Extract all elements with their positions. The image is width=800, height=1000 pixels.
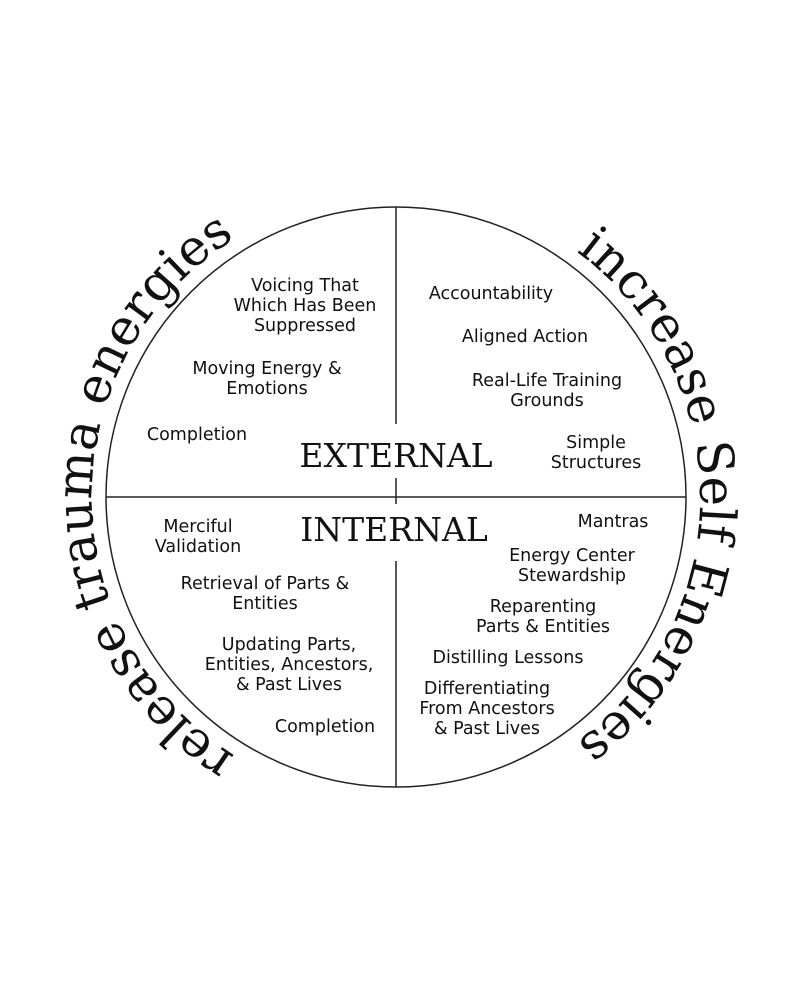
item-line: Aligned Action [462, 327, 588, 347]
item-line: Moving Energy & [192, 359, 342, 379]
item-line: & Past Lives [236, 675, 342, 695]
bottom-left-item: Retrieval of Parts &Entities [181, 574, 350, 614]
item-line: Which Has Been [234, 296, 377, 316]
item-line: Emotions [226, 379, 307, 399]
top-right-item: Accountability [429, 284, 553, 304]
item-line: Simple [566, 433, 626, 453]
bottom-right-item: Distilling Lessons [433, 648, 584, 668]
external-label: EXTERNAL [299, 436, 492, 475]
item-line: & Past Lives [434, 719, 540, 739]
bottom-left-item: Completion [275, 717, 375, 737]
item-line: Suppressed [254, 316, 356, 336]
item-line: Accountability [429, 284, 553, 304]
item-line: Entities [232, 594, 297, 614]
item-line: Reparenting [490, 597, 597, 617]
item-line: Voicing That [251, 276, 359, 296]
item-line: Merciful [163, 517, 232, 537]
item-line: Grounds [510, 391, 584, 411]
top-right-item: Aligned Action [462, 327, 588, 347]
item-line: Validation [155, 537, 241, 557]
item-line: Completion [147, 425, 247, 445]
bottom-left-item: Updating Parts,Entities, Ancestors,& Pas… [205, 635, 374, 695]
item-line: Entities, Ancestors, [205, 655, 374, 675]
item-line: From Ancestors [419, 699, 554, 719]
item-line: Energy Center [509, 546, 636, 566]
item-line: Parts & Entities [476, 617, 610, 637]
top-left-item: Completion [147, 425, 247, 445]
internal-label: INTERNAL [300, 510, 488, 549]
item-line: Real-Life Training [472, 371, 622, 391]
item-line: Structures [551, 453, 642, 473]
item-line: Stewardship [518, 566, 626, 586]
bottom-right-item: Mantras [578, 512, 649, 532]
top-left-item: Moving Energy &Emotions [192, 359, 342, 399]
item-line: Updating Parts, [222, 635, 356, 655]
item-line: Differentiating [424, 679, 550, 699]
item-line: Mantras [578, 512, 649, 532]
item-line: Completion [275, 717, 375, 737]
item-line: Distilling Lessons [433, 648, 584, 668]
item-line: Retrieval of Parts & [181, 574, 350, 594]
